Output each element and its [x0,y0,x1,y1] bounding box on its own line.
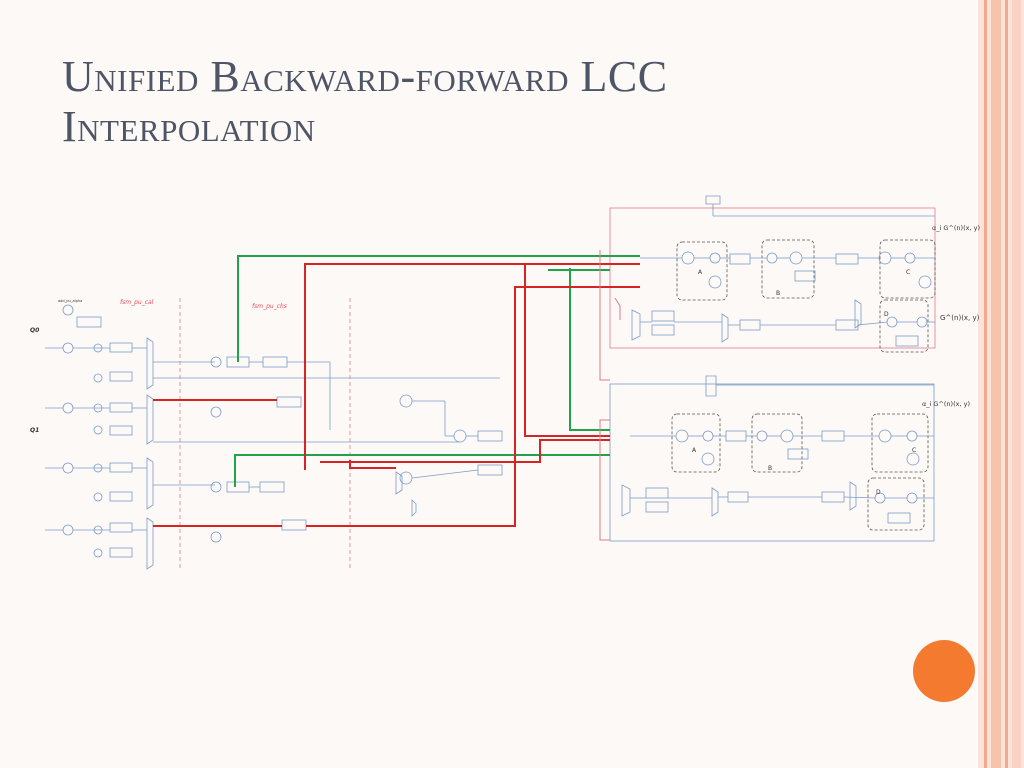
decorative-orange-circle [913,640,975,702]
red-signal-wires [153,263,640,527]
right-top-circuit [609,195,936,353]
decorative-side-stripes [978,0,1024,768]
q0-label: Q0 [30,327,39,334]
bottom-block-d: D [876,489,881,496]
top-block-d: D [884,311,889,318]
slide-title-line-2: Interpolation [62,102,316,151]
fsm-chs-label: fsm_pu_chs [252,303,287,310]
top-block-b: B [776,290,780,297]
slide-title: Unified Backward-forward LCC Interpolati… [62,52,942,152]
top-g-label: G^(n)(x, y) [940,314,980,322]
bottom-block-b: B [768,465,772,472]
bottom-block-c: C [912,447,916,454]
bottom-output-label: α_i G^(n)(x, y) [922,400,970,408]
right-bottom-circuit [609,375,935,542]
green-signal-wires [234,255,640,487]
fsm-cal-label: fsm_pu_cal [120,299,154,306]
q1-label: Q1 [30,427,39,434]
top-output-label: α_i G^(n)(x, y) [932,224,980,232]
left-circuit [45,298,503,570]
pink-signal-wires [599,250,621,541]
top-block-c: C [906,269,910,276]
slide-title-line-1: Unified Backward-forward LCC [62,52,668,101]
bottom-block-a: A [692,447,697,454]
alpha-label: add_pu_alpha [58,299,82,303]
top-block-a: A [698,269,703,276]
